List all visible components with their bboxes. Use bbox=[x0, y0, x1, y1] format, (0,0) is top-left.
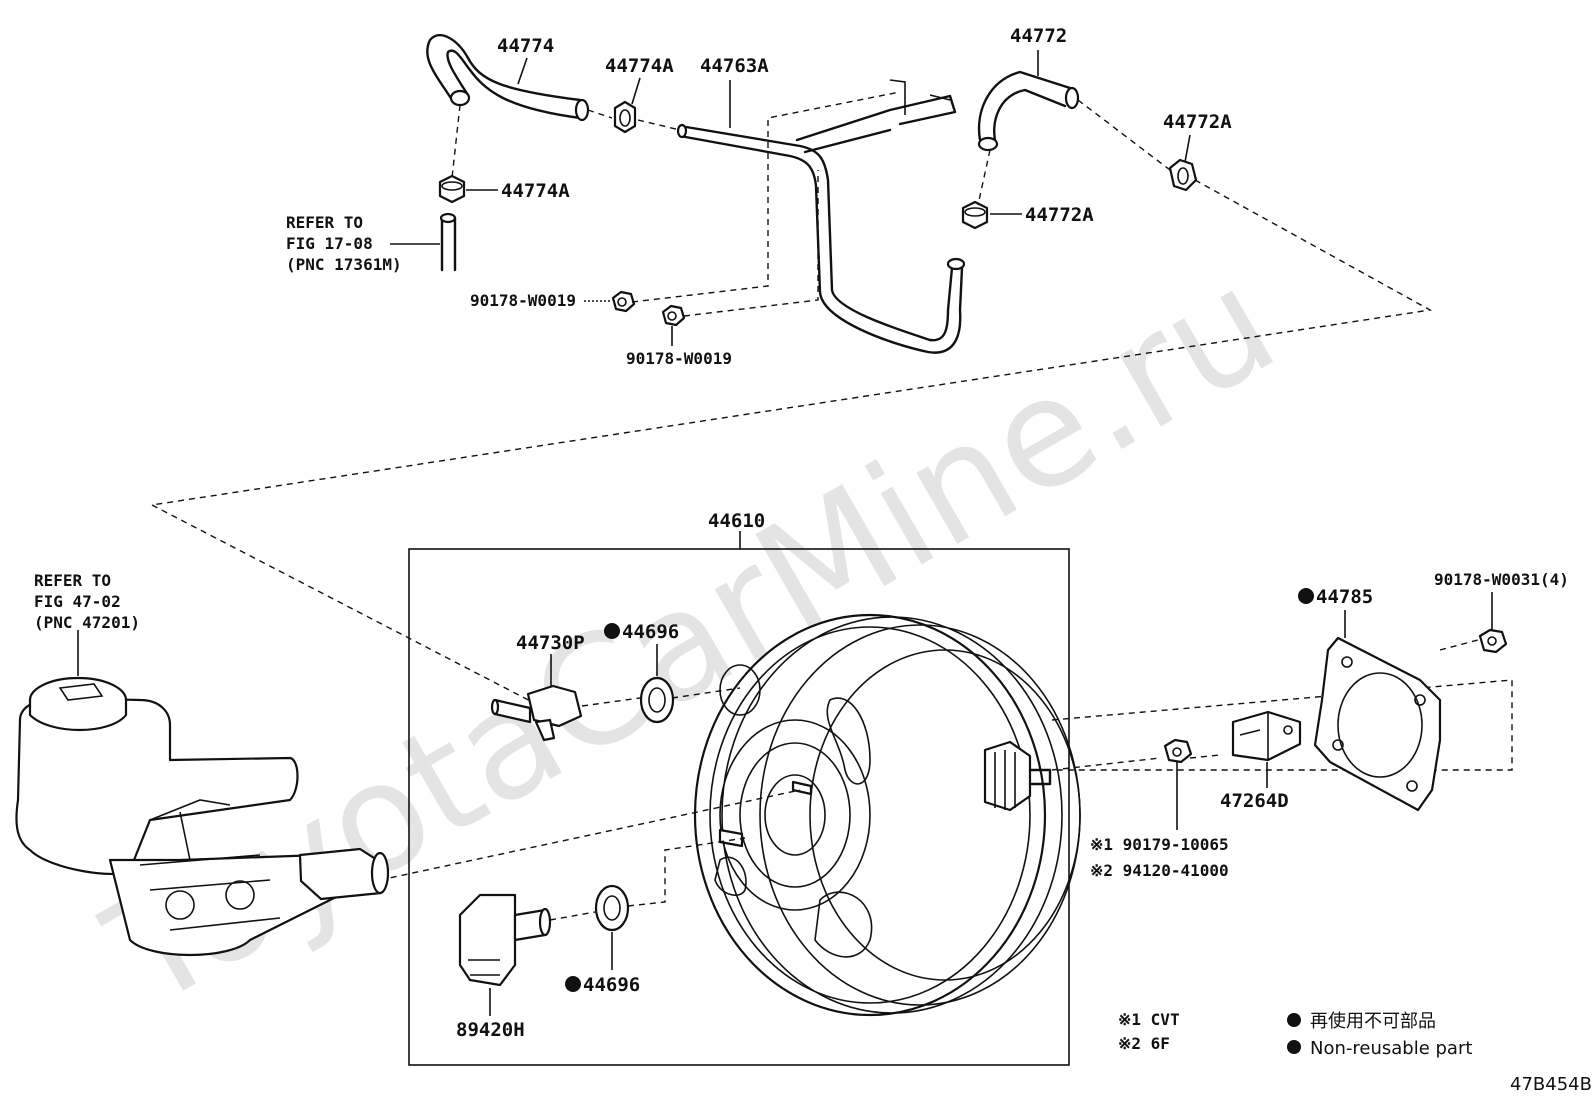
nut-90178-W0019-left-part[interactable] bbox=[611, 290, 636, 313]
label-47264D: 47264D bbox=[1220, 790, 1289, 812]
master-cylinder-part[interactable] bbox=[15, 676, 390, 957]
label-44772: 44772 bbox=[1010, 25, 1067, 47]
upper-dashed-lines bbox=[151, 91, 1433, 707]
label-44610: 44610 bbox=[708, 510, 765, 532]
hose-44772-part[interactable] bbox=[977, 70, 1080, 152]
legend-nonreusable-en: Non-reusable part bbox=[1310, 1038, 1472, 1059]
label-44696-bottom: 44696 bbox=[583, 974, 640, 996]
pipe-44763A-part[interactable] bbox=[676, 79, 966, 354]
note-94120-41000: ※2 94120-41000 bbox=[1090, 861, 1229, 880]
pipe-stub-refer-part bbox=[439, 212, 457, 272]
refer-fig-47-02-line3: (PNC 47201) bbox=[34, 613, 140, 632]
legend-nonreusable-jp: 再使用不可部品 bbox=[1310, 1011, 1436, 1032]
label-nut-90178-W0019-left: 90178-W0019 bbox=[470, 291, 576, 310]
sensor-89420H-part[interactable] bbox=[458, 893, 552, 987]
legend-variant-cvt: ※1 CVT bbox=[1118, 1010, 1180, 1029]
label-44774: 44774 bbox=[497, 35, 554, 57]
lower-dashed-lines bbox=[379, 639, 1513, 921]
nut-90178-W0031-part[interactable] bbox=[1478, 628, 1508, 654]
clamp-44774A-mid-part[interactable] bbox=[438, 174, 466, 204]
label-44774A-mid: 44774A bbox=[501, 180, 570, 202]
lower-labels: 44730P 44696 44696 89420H 44785 90178-W0… bbox=[456, 570, 1569, 1041]
label-44772A-mid: 44772A bbox=[1025, 204, 1094, 226]
clamp-44772A-mid-part[interactable] bbox=[961, 200, 989, 230]
label-44774A-top: 44774A bbox=[605, 55, 674, 77]
refer-fig-17-08-line2: FIG 17-08 bbox=[286, 234, 373, 253]
legend-dot-en bbox=[1287, 1040, 1301, 1054]
legend: ※1 CVT ※2 6F 再使用不可部品 Non-reusable part bbox=[1118, 1010, 1472, 1059]
clevis-47264D-part[interactable] bbox=[1231, 710, 1302, 762]
label-44730P: 44730P bbox=[516, 632, 585, 654]
label-44772A-right: 44772A bbox=[1163, 111, 1232, 133]
assembly-44610-box bbox=[408, 548, 1070, 1066]
diagram-code: 47B454B bbox=[1510, 1074, 1592, 1095]
grommet-44696-bottom-part[interactable] bbox=[594, 884, 630, 932]
upper-labels: 44774 44774A 44763A 44772 44772A 44774A … bbox=[286, 25, 1232, 368]
grommet-44696-top-part[interactable] bbox=[639, 676, 675, 724]
nonreusable-dot-44696-top bbox=[604, 623, 620, 639]
label-44696-top: 44696 bbox=[622, 621, 679, 643]
label-44763A: 44763A bbox=[700, 55, 769, 77]
nonreusable-dot-44785 bbox=[1298, 588, 1314, 604]
note-90179-10065: ※1 90179-10065 bbox=[1090, 835, 1229, 854]
refer-fig-47-02-line2: FIG 47-02 bbox=[34, 592, 121, 611]
label-nut-90178-W0019-right: 90178-W0019 bbox=[626, 349, 732, 368]
check-valve-44730P-part[interactable] bbox=[490, 684, 583, 742]
nut-90178-W0019-right-part[interactable] bbox=[661, 304, 686, 327]
refer-fig-17-08-line3: (PNC 17361M) bbox=[286, 255, 402, 274]
brake-booster-part[interactable] bbox=[693, 613, 1081, 1017]
label-89420H: 89420H bbox=[456, 1019, 525, 1041]
clamp-44774A-top-part[interactable] bbox=[613, 100, 637, 134]
gasket-44785-part[interactable] bbox=[1313, 636, 1442, 812]
legend-dot-jp bbox=[1287, 1013, 1301, 1027]
label-44785: 44785 bbox=[1316, 586, 1373, 608]
refer-fig-17-08-line1: REFER TO bbox=[286, 213, 363, 232]
label-90178-W0031: 90178-W0031(4) bbox=[1434, 570, 1569, 589]
legend-variant-6f: ※2 6F bbox=[1118, 1034, 1170, 1053]
refer-fig-47-02-line1: REFER TO bbox=[34, 571, 111, 590]
nut-90179-94120-part[interactable] bbox=[1163, 738, 1193, 764]
nonreusable-dot-44696-bottom bbox=[565, 976, 581, 992]
clamp-44772A-right-part[interactable] bbox=[1168, 158, 1198, 192]
